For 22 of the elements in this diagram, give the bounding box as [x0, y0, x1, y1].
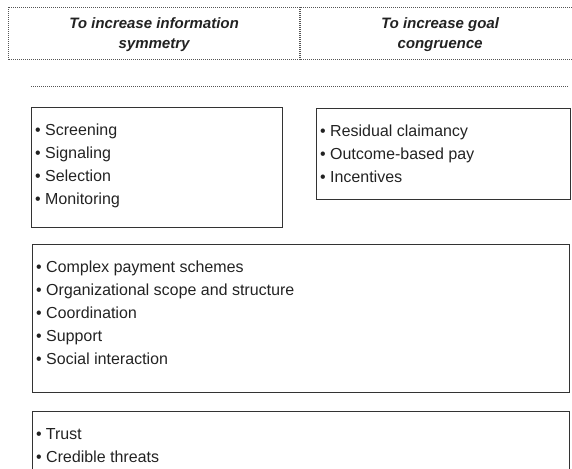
list-item: • Support	[36, 327, 102, 347]
header-cell	[8, 7, 300, 60]
column-heading: To increase goal congruence	[380, 14, 500, 54]
list-box	[316, 108, 571, 200]
list-item: • Social interaction	[36, 350, 168, 370]
list-item: • Monitoring	[35, 190, 120, 210]
list-box	[32, 411, 570, 469]
list-item: • Outcome-based pay	[320, 145, 474, 165]
list-item: • Screening	[35, 121, 118, 141]
list-item: • Signaling	[35, 144, 111, 164]
list-box	[31, 107, 283, 228]
list-item: • Complex payment schemes	[36, 258, 244, 278]
list-item: • Selection	[35, 167, 111, 187]
list-item: • Residual claimancy	[320, 122, 468, 142]
list-box	[32, 244, 570, 393]
list-item: • Coordination	[36, 304, 137, 324]
column-heading: To increase information symmetry	[68, 14, 240, 54]
list-item: • Organizational scope and structure	[36, 281, 294, 301]
header-cell	[300, 7, 572, 60]
list-item: • Credible threats	[36, 448, 159, 468]
list-item: • Trust	[36, 425, 82, 445]
list-item: • Incentives	[320, 168, 402, 188]
